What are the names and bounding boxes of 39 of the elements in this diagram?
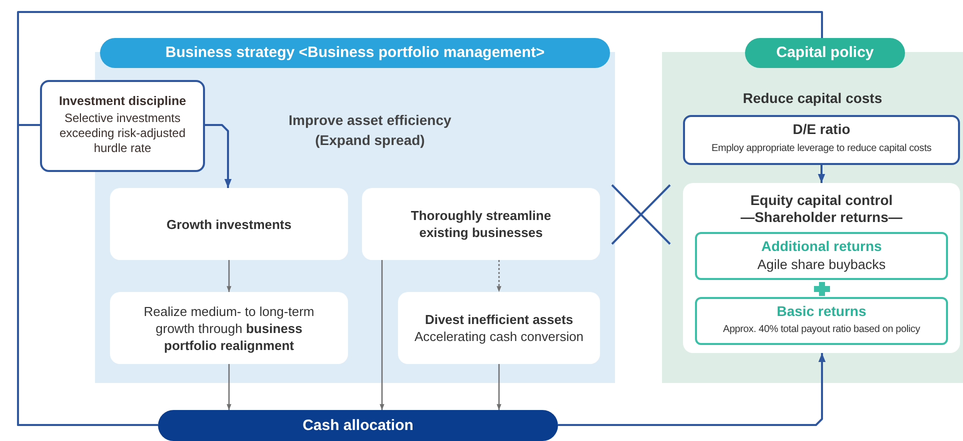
arrow <box>226 260 232 292</box>
panel <box>662 38 963 383</box>
arrow <box>496 364 502 410</box>
box-heading: Additional returns <box>760 238 883 254</box>
box-heading: Cash allocation <box>302 416 414 436</box>
box-heading: D/E ratio <box>792 121 852 137</box>
process-box <box>683 115 960 165</box>
process-box <box>110 292 348 364</box>
arrow <box>558 353 826 426</box>
box-heading: Realize medium- to long-term growth through business portfolio realignment <box>142 302 316 354</box>
box-heading: Thoroughly streamline existing businesses <box>410 207 552 241</box>
section-subheading: Reduce capital costs <box>742 90 884 106</box>
box-text: Agile share buybacks <box>756 257 887 272</box>
box-text: Employ appropriate leverage to reduce capital costs <box>710 143 932 154</box>
box-heading: Equity capital control <box>749 192 894 208</box>
arrow <box>380 260 384 410</box>
box-subheading: —Shareholder returns— <box>740 209 904 225</box>
process-box <box>40 80 205 172</box>
box-text: Selective investments exceeding risk-adjusted hurdle rate <box>58 111 187 156</box>
arrow <box>226 364 232 410</box>
box-heading: Basic returns <box>776 303 868 319</box>
box-heading: Divest inefficient assets <box>424 311 574 328</box>
terminal-box <box>158 410 558 441</box>
arrow <box>205 124 232 188</box>
box-text: Approx. 40% total payout ratio based on policy <box>722 324 922 335</box>
process-box <box>110 188 348 260</box>
process-box <box>398 292 600 364</box>
process-box <box>695 232 948 280</box>
arrow <box>818 165 826 183</box>
section-header: Business strategy <Business portfolio management> <box>100 38 610 68</box>
arrow <box>496 260 502 292</box>
process-box <box>683 183 960 353</box>
section-subheading: Improve asset efficiency (Expand spread) <box>288 111 452 150</box>
box-heading: Growth investments <box>166 216 292 232</box>
section-header: Capital policy <box>745 38 905 68</box>
process-box <box>695 297 948 345</box>
box-heading: Investment discipline <box>58 94 188 108</box>
box-text: Accelerating cash conversion <box>414 328 584 345</box>
process-box <box>362 188 600 260</box>
